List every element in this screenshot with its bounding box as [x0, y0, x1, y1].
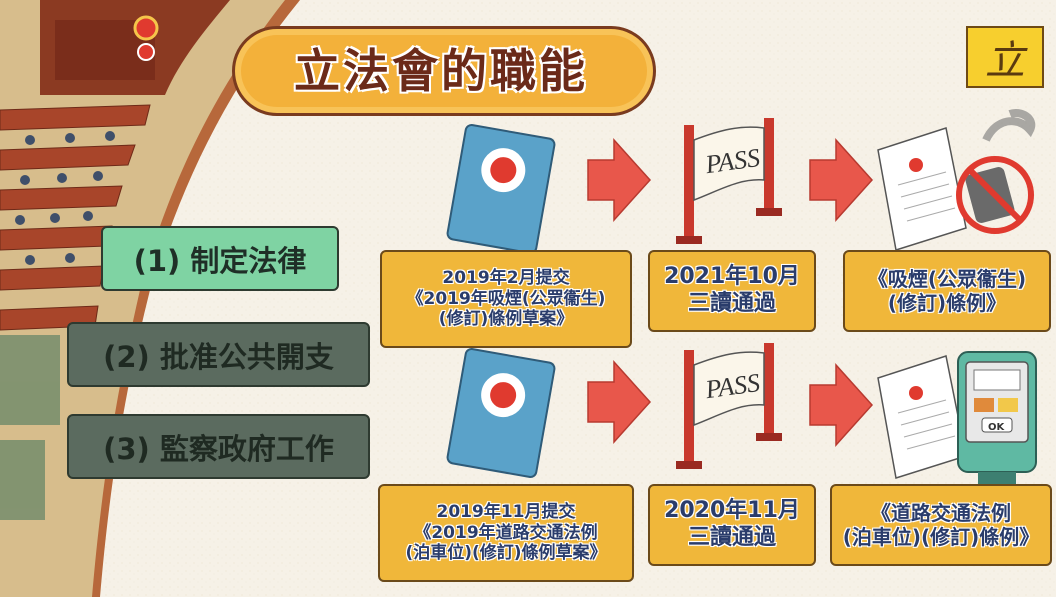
bill-booklet-icon	[446, 348, 556, 478]
submitted-date: 2019年2月提交	[442, 267, 570, 288]
passed-date: 2020年11月	[664, 498, 800, 524]
third-reading-label: 三讀通過	[687, 525, 776, 550]
row1-submitted-box: 2019年2月提交 《2019年吸煙(公眾衞生) (修訂)條例草案》	[380, 250, 632, 348]
title-banner	[232, 26, 656, 116]
bill-title-line1: 《2019年吸煙(公眾衞生)	[406, 288, 606, 309]
logo-glyph: 立	[985, 38, 1025, 84]
function-label: (3) 監察政府工作	[103, 431, 334, 466]
row2-submitted-box: 2019年11月提交 《2019年道路交通法例 (泊車位)(修訂)條例草案》	[378, 484, 634, 582]
bill-title-line2: (泊車位)(修訂)條例草案》	[405, 543, 607, 564]
bill-booklet-icon	[446, 124, 556, 254]
ordinance-document-icon	[877, 127, 967, 251]
function-make-laws: (1) 制定法律	[101, 226, 339, 291]
third-reading-label: 三讀通過	[687, 291, 776, 316]
function-label: (1) 制定法律	[133, 243, 307, 278]
parking-meter-icon: OK	[957, 351, 1037, 486]
ordinance-title-line2: (修訂)條例》	[887, 291, 1007, 315]
ordinance-title-line2: (泊車位)(修訂)條例》	[842, 525, 1040, 549]
meter-ok-text: OK	[988, 422, 1006, 433]
bill-title-line1: 《2019年道路交通法例	[414, 522, 598, 543]
no-smoking-icon	[956, 109, 1036, 234]
page-title: 立法會的職能	[294, 44, 588, 98]
function-label: (2) 批准公共開支	[103, 339, 334, 374]
ordinance-document-icon	[877, 355, 967, 479]
row1-passed-box: 2021年10月 三讀通過	[648, 250, 816, 332]
bill-title-line2: (修訂)條例草案》	[438, 309, 574, 330]
hk-emblem-icon	[133, 15, 159, 61]
row1-ordinance-box: 《吸煙(公眾衞生) (修訂)條例》	[843, 250, 1051, 332]
arrow-right-icon	[587, 360, 652, 444]
arrow-right-icon	[809, 363, 874, 447]
legco-logo-icon: 立	[966, 26, 1044, 88]
passed-date: 2021年10月	[664, 264, 800, 290]
row2-ordinance-box: 《道路交通法例 (泊車位)(修訂)條例》	[830, 484, 1052, 566]
function-approve-expenditure: (2) 批准公共開支	[67, 322, 370, 387]
row2-passed-box: 2020年11月 三讀通過	[648, 484, 816, 566]
function-monitor-government: (3) 監察政府工作	[67, 414, 370, 479]
ordinance-title-line1: 《道路交通法例	[871, 500, 1011, 525]
pass-flag-icon: PASS	[676, 343, 782, 469]
ordinance-title-line1: 《吸煙(公眾衞生)	[867, 266, 1027, 291]
arrow-right-icon	[587, 138, 652, 222]
arrow-right-icon	[809, 138, 874, 222]
pass-flag-icon: PASS	[676, 118, 782, 244]
submitted-date: 2019年11月提交	[436, 501, 576, 522]
